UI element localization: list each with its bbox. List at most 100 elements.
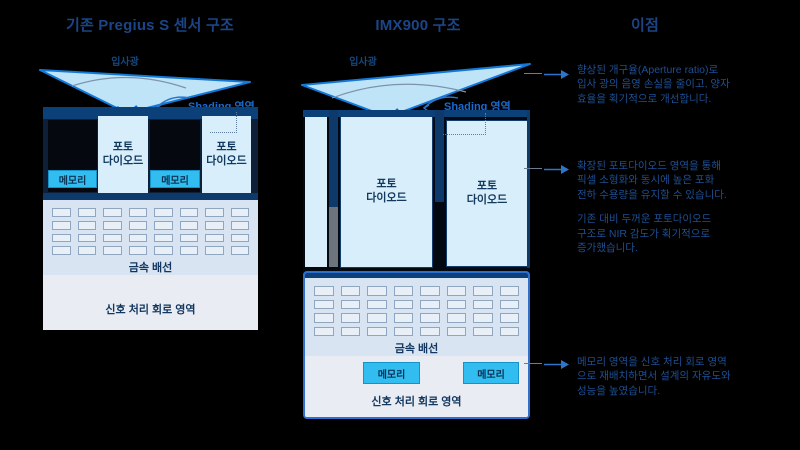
benefit-item-photodiode-p2: 기존 대비 두꺼운 포토다이오드 구조로 NIR 감도가 획기적으로 증가했습니… bbox=[577, 213, 712, 255]
wiring-cell bbox=[205, 246, 224, 255]
wiring-cell bbox=[77, 220, 96, 230]
signal-circuit-label: 신호 처리 회로 영역 bbox=[105, 304, 196, 316]
metal-wiring-section-middle: 금속 배선 bbox=[305, 278, 528, 356]
wiring-cell bbox=[499, 313, 519, 323]
wiring-cell bbox=[103, 220, 122, 230]
wiring-grid bbox=[43, 200, 258, 255]
wiring-cell bbox=[367, 286, 387, 296]
wiring-cell bbox=[128, 208, 147, 217]
wiring-cell bbox=[340, 286, 360, 296]
wiring-cell bbox=[128, 233, 147, 243]
imx900-title: IMX900 구조 bbox=[375, 17, 461, 34]
wiring-cell bbox=[154, 233, 173, 243]
wiring-cell bbox=[473, 286, 493, 296]
microlens-arc-middle bbox=[331, 83, 467, 99]
wiring-cell bbox=[367, 326, 387, 336]
wiring-cell bbox=[420, 286, 440, 296]
wiring-cell bbox=[314, 286, 334, 296]
wiring-cell bbox=[473, 299, 493, 309]
benefit-arrow-icon bbox=[544, 70, 569, 79]
wiring-cell bbox=[499, 299, 519, 309]
incident-light-label-middle: 입사광 bbox=[349, 57, 377, 68]
imx900-pixel-section: 포토 다이오드 포토 다이오드 bbox=[303, 110, 530, 275]
shading-extent-dotted-line bbox=[236, 112, 237, 133]
stack-top-bar bbox=[305, 273, 528, 278]
bottom-metal-bar bbox=[43, 193, 258, 200]
wiring-cell bbox=[393, 326, 413, 336]
leader-line bbox=[524, 73, 542, 74]
photodiode-box: 포토 다이오드 bbox=[98, 116, 148, 193]
incident-light-label-left: 입사광 bbox=[111, 57, 139, 68]
memory-label-box: 메모리 bbox=[48, 170, 97, 188]
leader-line bbox=[524, 363, 542, 364]
wiring-cell bbox=[179, 246, 198, 255]
wiring-cell bbox=[314, 299, 334, 309]
metal-wiring-label: 금속 배선 bbox=[394, 343, 439, 355]
wiring-cell bbox=[314, 313, 334, 323]
shading-pointer-arrow-middle-icon bbox=[422, 96, 459, 112]
memory-label-box: 메모리 bbox=[150, 170, 200, 188]
top-metal-bar bbox=[303, 110, 530, 117]
signal-circuit-label: 신호 처리 회로 영역 bbox=[371, 396, 462, 408]
wiring-cell bbox=[77, 246, 96, 255]
benefit-item-photodiode: 확장된 포토다이오드 영역을 통해 픽셀 소형화와 동시에 높은 포화 전하 수… bbox=[577, 159, 773, 256]
wiring-cell bbox=[230, 246, 249, 255]
wiring-cell bbox=[52, 246, 71, 255]
wiring-cell bbox=[128, 246, 147, 255]
photodiode-box: 포토 다이오드 bbox=[446, 120, 528, 267]
wiring-cell bbox=[446, 326, 466, 336]
wiring-cell bbox=[205, 233, 224, 243]
wiring-cell bbox=[230, 233, 249, 243]
shading-extent-dotted-line bbox=[485, 113, 486, 135]
wiring-cell bbox=[205, 220, 224, 230]
wiring-cell bbox=[103, 208, 122, 217]
memory-label-box: 메모리 bbox=[463, 362, 519, 384]
benefits-title: 이점 bbox=[630, 17, 659, 34]
wiring-cell bbox=[446, 313, 466, 323]
metal-wiring-label: 금속 배선 bbox=[128, 262, 173, 274]
wiring-cell bbox=[420, 313, 440, 323]
benefit-item-memory: 메모리 영역을 신호 처리 회로 영역 으로 재배치하면서 설계의 자유도와 성… bbox=[577, 356, 731, 397]
wiring-grid bbox=[305, 278, 528, 336]
wiring-cell bbox=[340, 313, 360, 323]
signal-circuit-section-left: 신호 처리 회로 영역 bbox=[43, 275, 258, 330]
wiring-cell bbox=[77, 233, 96, 243]
wiring-cell bbox=[367, 313, 387, 323]
wiring-cell bbox=[230, 220, 249, 230]
shading-extent-dotted-line bbox=[210, 132, 237, 133]
signal-circuit-section-middle: 메모리 메모리 신호 처리 회로 영역 bbox=[305, 356, 528, 417]
wiring-cell bbox=[393, 313, 413, 323]
wiring-cell bbox=[499, 286, 519, 296]
wiring-cell bbox=[154, 220, 173, 230]
wiring-cell bbox=[103, 246, 122, 255]
shading-extent-dotted-line bbox=[443, 134, 486, 135]
wiring-cell bbox=[179, 220, 198, 230]
wiring-cell bbox=[420, 326, 440, 336]
trench-isolation-bar bbox=[435, 110, 444, 202]
photodiode-partial-box bbox=[305, 117, 327, 267]
wiring-cell bbox=[446, 299, 466, 309]
wiring-cell bbox=[52, 220, 71, 230]
wiring-cell bbox=[420, 299, 440, 309]
wiring-cell bbox=[154, 208, 173, 217]
pregius-title: 기존 Pregius S 센서 구조 bbox=[65, 17, 235, 34]
photodiode-box: 포토 다이오드 bbox=[202, 116, 251, 193]
microlens-arc-left bbox=[71, 76, 187, 89]
wiring-cell bbox=[154, 246, 173, 255]
right-edge-bar bbox=[527, 110, 530, 268]
wiring-cell bbox=[393, 286, 413, 296]
benefit-arrow-icon bbox=[544, 165, 569, 174]
photodiode-box: 포토 다이오드 bbox=[340, 116, 433, 268]
wiring-cell bbox=[179, 233, 198, 243]
wiring-cell bbox=[340, 326, 360, 336]
wiring-cell bbox=[499, 326, 519, 336]
imx900-circuit-stack: 금속 배선 메모리 메모리 신호 처리 회로 영역 bbox=[303, 271, 530, 419]
wiring-cell bbox=[314, 326, 334, 336]
leader-line bbox=[524, 168, 542, 169]
metal-wiring-section-left: 금속 배선 bbox=[43, 200, 258, 275]
wiring-cell bbox=[77, 208, 96, 217]
benefit-arrow-icon bbox=[544, 360, 569, 369]
wiring-cell bbox=[446, 286, 466, 296]
wiring-cell bbox=[473, 326, 493, 336]
